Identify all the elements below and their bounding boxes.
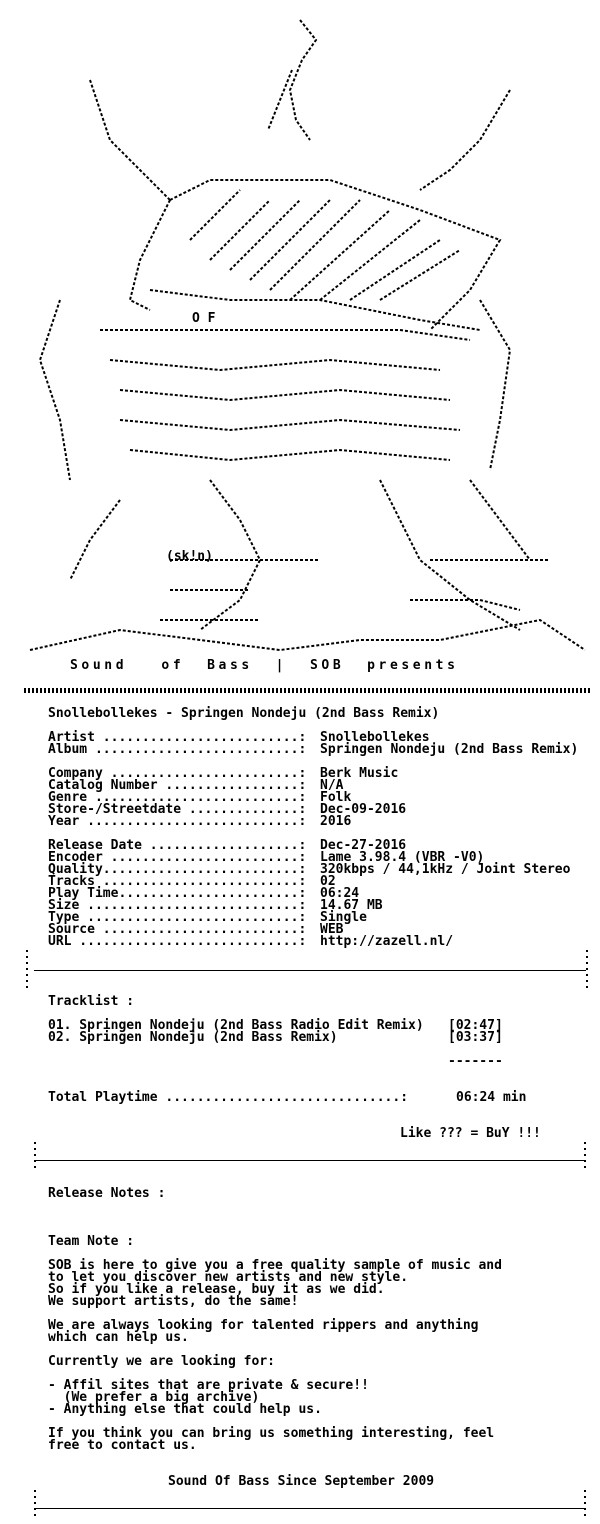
release-field-value: http://zazell.nl/ <box>320 934 454 949</box>
release-field-label: Catalog Number .................: <box>48 778 307 793</box>
art-skin-tag: (sk!n) <box>166 549 213 564</box>
total-playtime-label: Total Playtime .........................… <box>48 1090 409 1105</box>
frame-dots-left-3 <box>34 1490 36 1520</box>
team-note-paragraph: We are always looking for talented rippe… <box>48 1318 479 1345</box>
track-duration: [03:37] <box>448 1030 503 1045</box>
release-field-label: Release Date ...................: <box>48 838 307 853</box>
release-field-label: Type ...........................: <box>48 910 307 925</box>
release-field-value: Dec-27-2016 <box>320 838 407 853</box>
release-field-value: 14.67 MB <box>320 898 383 913</box>
release-field-label: Year ...........................: <box>48 814 307 829</box>
track-title: 02. Springen Nondeju (2nd Bass Remix) <box>48 1030 338 1045</box>
frame-dots-right-3 <box>584 1490 586 1520</box>
release-headline: Snollebollekes - Springen Nondeju (2nd B… <box>48 706 440 721</box>
frame-dots-right <box>586 950 588 988</box>
section-divider-2 <box>34 1160 586 1161</box>
release-field-label: Artist .........................: <box>48 730 307 745</box>
release-field-label: Store-/Streetdate ..............: <box>48 802 307 817</box>
team-note-paragraph: - Affil sites that are private & secure!… <box>48 1378 369 1417</box>
release-field-label: Genre ..........................: <box>48 790 307 805</box>
tracklist-heading: Tracklist : <box>48 994 135 1009</box>
release-field-label: Play Time.......................: <box>48 886 307 901</box>
art-of-label: O F <box>192 311 216 326</box>
release-field-value: 2016 <box>320 814 352 829</box>
release-field-value: Lame 3.98.4 (VBR -V0) <box>320 850 485 865</box>
release-field-label: Size ...........................: <box>48 898 307 913</box>
release-field-value: N/A <box>320 778 344 793</box>
release-field-value: Folk <box>320 790 352 805</box>
team-note-heading: Team Note : <box>48 1234 135 1249</box>
top-rule <box>24 688 592 693</box>
tracklist-divider: ------- <box>448 1054 503 1069</box>
frame-dots-right-2 <box>584 1142 586 1172</box>
release-field-value: Snollebollekes <box>320 730 430 745</box>
team-note-paragraph: If you think you can bring us something … <box>48 1426 495 1453</box>
bottom-divider <box>34 1508 586 1509</box>
buy-slogan: Like ??? = BuY !!! <box>400 1126 541 1141</box>
team-note-paragraph: Currently we are looking for: <box>48 1354 275 1369</box>
frame-dots-left <box>26 950 28 988</box>
banner: Sound of Bass | SOB presents <box>70 658 459 673</box>
release-field-value: WEB <box>320 922 344 937</box>
total-playtime-value: 06:24 min <box>456 1090 527 1105</box>
release-field-value: 06:24 <box>320 886 360 901</box>
release-field-label: Quality.........................: <box>48 862 307 877</box>
release-field-value: Dec-09-2016 <box>320 802 407 817</box>
release-field-value: Springen Nondeju (2nd Bass Remix) <box>320 742 579 757</box>
track-duration: [02:47] <box>448 1018 503 1033</box>
release-field-label: Tracks .........................: <box>48 874 307 889</box>
release-field-label: Album ..........................: <box>48 742 307 757</box>
track-title: 01. Springen Nondeju (2nd Bass Radio Edi… <box>48 1018 424 1033</box>
release-field-value: 02 <box>320 874 336 889</box>
release-field-label: Source .........................: <box>48 922 307 937</box>
release-field-value: Berk Music <box>320 766 399 781</box>
sob-ascii-art-logo: O F (sk!n) <box>29 19 586 652</box>
release-field-value: Single <box>320 910 367 925</box>
release-field-label: URL ............................: <box>48 934 307 949</box>
footer-tagline: Sound Of Bass Since September 2009 <box>168 1474 435 1489</box>
frame-dots-left-2 <box>34 1142 36 1172</box>
release-field-label: Encoder ........................: <box>48 850 307 865</box>
release-field-label: Company ........................: <box>48 766 307 781</box>
release-field-value: 320kbps / 44,1kHz / Joint Stereo <box>320 862 571 877</box>
team-note-paragraph: SOB is here to give you a free quality s… <box>48 1258 502 1309</box>
release-notes-heading: Release Notes : <box>48 1186 166 1201</box>
section-divider <box>34 970 586 971</box>
